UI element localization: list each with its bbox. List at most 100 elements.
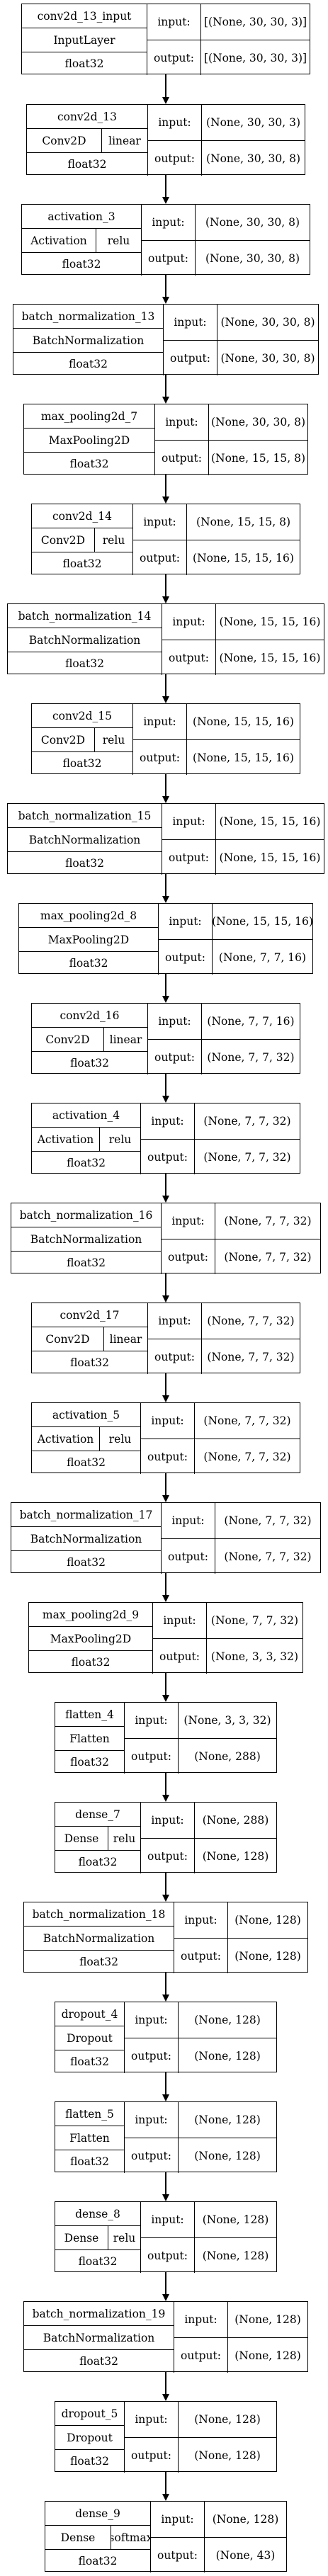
layer-name: batch_normalization_13 xyxy=(21,310,155,323)
edge-arrow-line xyxy=(165,1273,166,1295)
edge-arrow-line xyxy=(165,1074,166,1096)
layer-name: dense_7 xyxy=(75,1808,120,1821)
output-label: output: xyxy=(174,1938,227,1973)
input-label: input: xyxy=(141,205,195,240)
input-label: input: xyxy=(147,1303,201,1339)
layer-name: max_pooling2d_7 xyxy=(40,409,138,423)
edge-arrow-line xyxy=(165,2472,166,2494)
input-shape: (None, 7, 7, 32) xyxy=(194,1103,300,1139)
layer-dtype: float32 xyxy=(22,52,147,75)
output-label: output: xyxy=(158,939,212,975)
layer-type: Conv2D xyxy=(27,128,101,152)
layer-type: BatchNormalization xyxy=(11,1526,161,1550)
layer-activation: relu xyxy=(96,228,141,252)
layer-type: Activation xyxy=(22,228,96,252)
layer-dtype: float32 xyxy=(55,2449,124,2473)
output-label: output: xyxy=(140,1439,194,1474)
input-shape: (None, 15, 15, 8) xyxy=(186,504,300,540)
edge-arrow-head xyxy=(162,2494,169,2501)
layer-name: batch_normalization_19 xyxy=(32,2307,166,2320)
output-label: output: xyxy=(162,640,215,675)
layer-dtype: float32 xyxy=(24,452,154,475)
layer-dtype: float32 xyxy=(24,2349,174,2373)
layer-dtype: float32 xyxy=(55,2249,140,2273)
layer-type: Activation xyxy=(32,1426,99,1451)
layer-type: Dense xyxy=(45,2525,111,2549)
layer-activation: relu xyxy=(108,1826,140,1850)
layer-name: conv2d_15 xyxy=(52,709,112,722)
layer-type: Conv2D xyxy=(32,1327,103,1351)
layer-name: max_pooling2d_9 xyxy=(42,1608,140,1621)
layer-dtype: float32 xyxy=(11,1251,161,1274)
input-shape: (None, 7, 7, 32) xyxy=(215,1503,320,1538)
output-label: output: xyxy=(140,1838,194,1873)
layer-activation: relu xyxy=(108,2225,140,2249)
output-shape: [(None, 30, 30, 3)] xyxy=(200,40,310,75)
layer-type: MaxPooling2D xyxy=(29,1626,152,1650)
layer-name: conv2d_13_input xyxy=(37,9,132,23)
output-shape: (None, 128) xyxy=(178,2437,276,2473)
edge-arrow-head xyxy=(162,596,169,603)
input-shape: (None, 128) xyxy=(178,2402,276,2437)
input-label: input: xyxy=(158,904,212,939)
layer-activation: relu xyxy=(94,528,132,552)
layer-dtype: float32 xyxy=(32,1151,140,1174)
output-shape: (None, 7, 7, 32) xyxy=(201,1339,300,1374)
output-shape: (None, 7, 7, 16) xyxy=(212,939,312,975)
output-label: output: xyxy=(152,1638,206,1674)
input-shape: (None, 128) xyxy=(204,2502,286,2537)
input-shape: (None, 7, 7, 32) xyxy=(215,1203,320,1239)
layer-activation: linear xyxy=(103,1327,147,1351)
edge-arrow-head xyxy=(162,2094,169,2101)
edge-arrow-head xyxy=(162,796,169,803)
output-label: output: xyxy=(162,839,215,875)
layer-type: Conv2D xyxy=(32,727,94,751)
layer-name: batch_normalization_17 xyxy=(19,1508,153,1521)
edge-arrow-line xyxy=(165,1373,166,1395)
edge-arrow-head xyxy=(162,1995,169,2002)
layer-type: BatchNormalization xyxy=(13,328,163,352)
layer-name: dropout_5 xyxy=(61,2407,118,2420)
output-shape: (None, 128) xyxy=(194,2237,276,2273)
edge-arrow-line xyxy=(165,2372,166,2394)
layer-name: dense_8 xyxy=(75,2207,120,2220)
layer-type: Dense xyxy=(55,1826,108,1850)
edge-arrow-head xyxy=(162,696,169,703)
input-label: input: xyxy=(162,804,215,839)
input-shape: (None, 128) xyxy=(178,2102,276,2138)
output-label: output: xyxy=(124,1738,178,1774)
layer-dtype: float32 xyxy=(29,1650,152,1674)
edge-arrow-line xyxy=(165,1973,166,1995)
input-label: input: xyxy=(174,2302,227,2337)
edge-arrow-head xyxy=(162,397,169,404)
input-shape: (None, 288) xyxy=(194,1803,276,1838)
edge-arrow-line xyxy=(165,1673,166,1695)
output-shape: (None, 128) xyxy=(227,2337,307,2373)
layer-type: BatchNormalization xyxy=(8,628,162,652)
layer-type: Dropout xyxy=(55,2425,124,2449)
input-shape: (None, 15, 15, 16) xyxy=(212,904,312,939)
edge-arrow-line xyxy=(165,2272,166,2294)
edge-arrow-head xyxy=(162,1495,169,1502)
layer-dtype: float32 xyxy=(8,652,162,675)
layer-dtype: float32 xyxy=(11,1550,161,1574)
layer-activation: relu xyxy=(99,1127,140,1151)
layer-dtype: float32 xyxy=(13,352,163,375)
layer-type: Dropout xyxy=(55,2026,124,2050)
layer-name: conv2d_14 xyxy=(52,509,112,523)
edge-arrow-head xyxy=(162,996,169,1003)
layer-name: max_pooling2d_8 xyxy=(40,909,137,922)
output-shape: (None, 30, 30, 8) xyxy=(201,140,305,176)
output-label: output: xyxy=(132,540,186,575)
layer-type: Flatten xyxy=(55,1726,124,1750)
output-shape: (None, 7, 7, 32) xyxy=(194,1439,300,1474)
edge-arrow-line xyxy=(165,2072,166,2094)
input-label: input: xyxy=(163,305,217,340)
input-shape: (None, 3, 3, 32) xyxy=(178,1703,276,1738)
